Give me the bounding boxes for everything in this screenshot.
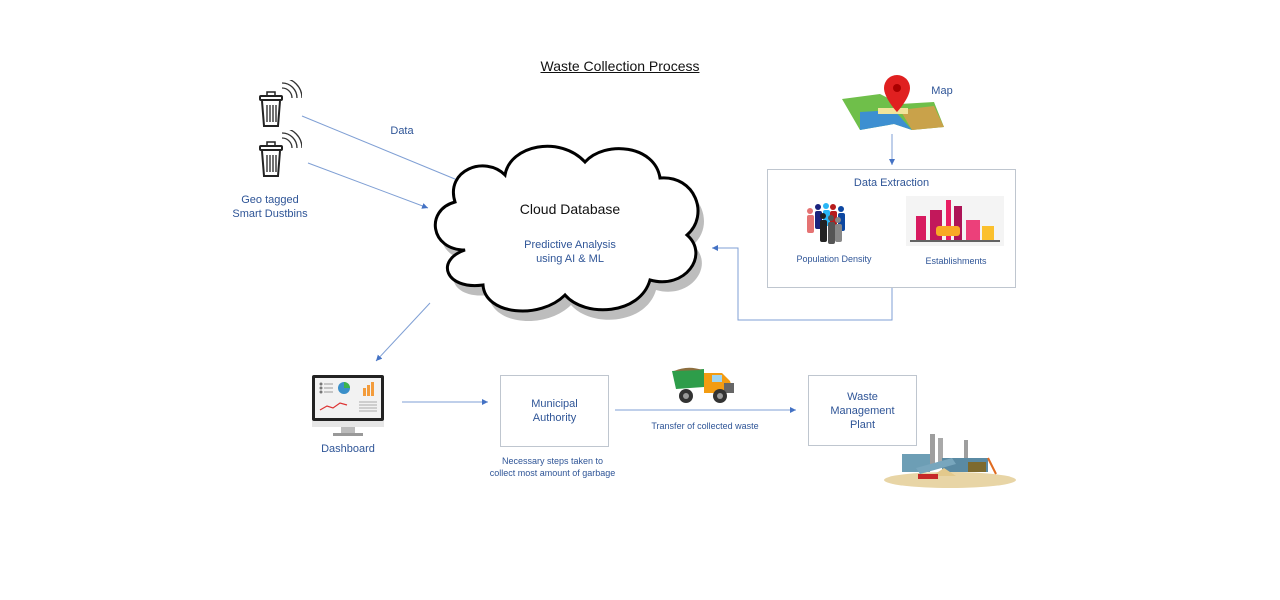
cloud-shape (433, 144, 705, 322)
dustbins-label: Geo tagged Smart Dustbins (215, 193, 325, 221)
arrow-extraction-to-cloud (712, 245, 893, 321)
dustbins-label-line1: Geo tagged (241, 194, 299, 206)
dashboard-node (311, 374, 387, 443)
smart-dustbin-1 (256, 77, 303, 135)
municipal-authority-box: Municipal Authority (500, 375, 609, 447)
data-extraction-box: Data Extraction Population Density Estab… (767, 169, 1016, 288)
plant-line2: Management (830, 405, 895, 417)
plant-line1: Waste (847, 391, 878, 403)
page-title: Waste Collection Process (540, 58, 700, 74)
municipal-authority-label: Municipal Authority (501, 397, 608, 425)
arrow-bin1-to-cloud (301, 115, 468, 185)
municipal-note-line2: collect most amount of garbage (489, 468, 616, 478)
municipal-note: Necessary steps taken to collect most am… (470, 455, 635, 479)
smart-dustbin-2 (256, 127, 303, 185)
cloud-subtitle: Predictive Analysis using AI & ML (485, 238, 655, 266)
cloud-database: Cloud Database Predictive Analysis using… (425, 140, 715, 330)
trash-bin-wifi-icon (259, 127, 303, 177)
municipal-line2: Authority (532, 412, 577, 424)
municipal-note-line1: Necessary steps taken to (501, 456, 604, 466)
municipal-line1: Municipal (531, 398, 578, 410)
transfer-label: Transfer of collected waste (651, 421, 759, 431)
cloud-subtitle-line2: using AI & ML (536, 253, 604, 265)
cloud-subtitle-line1: Predictive Analysis (524, 239, 616, 251)
people-group-icon (804, 202, 854, 251)
data-extraction-title: Data Extraction (853, 177, 930, 189)
factory-icon (882, 428, 1018, 495)
plant-line3: Plant (849, 419, 876, 431)
dustbins-label-line2: Smart Dustbins (232, 208, 308, 220)
monitor-dashboard-icon (312, 375, 384, 436)
trash-bin-wifi-icon (259, 77, 303, 127)
industry-icon (906, 196, 1004, 251)
garbage-truck-icon (670, 365, 738, 410)
cloud-title: Cloud Database (519, 201, 621, 217)
population-density-label: Population Density (796, 254, 872, 264)
arrow-cloud-to-dashboard (375, 302, 431, 362)
dashboard-label: Dashboard (321, 443, 375, 455)
map-pin-icon (842, 75, 944, 130)
waste-management-plant-box: Waste Management Plant (808, 375, 917, 446)
establishments-label: Establishments (925, 256, 987, 266)
map-node (838, 72, 948, 141)
map-label: Map (931, 85, 953, 97)
arrow-bin2-to-cloud (307, 162, 429, 209)
plant-label: Waste Management Plant (809, 390, 916, 432)
data-edge-label: Data (390, 125, 414, 137)
